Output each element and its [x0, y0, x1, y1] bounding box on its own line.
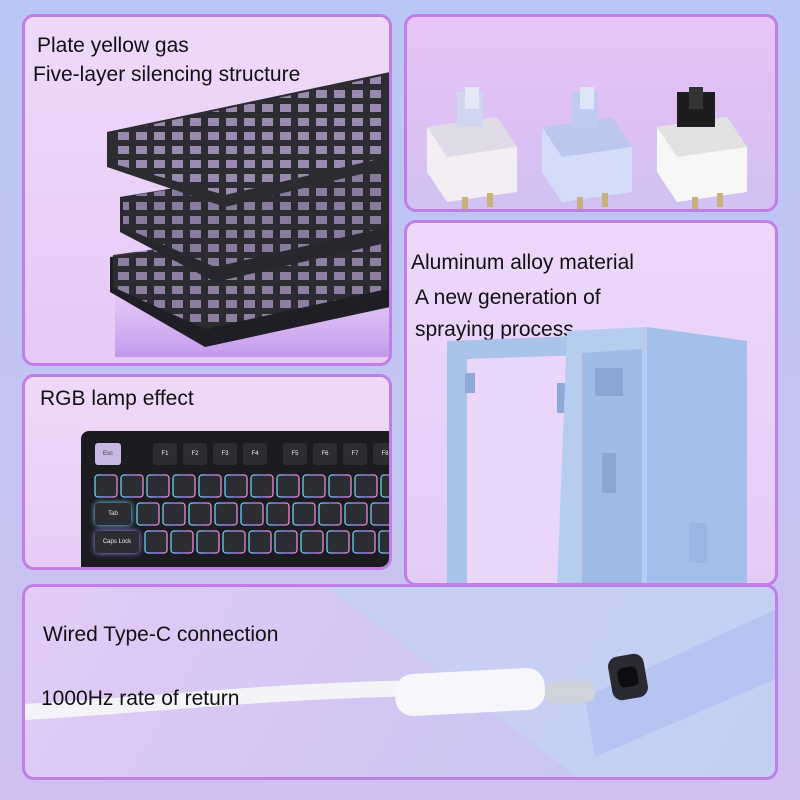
alloy-panel: Aluminum alloy material A new generation…	[404, 220, 778, 586]
alloy-line-1: Aluminum alloy material	[411, 251, 634, 274]
qwerty-row	[136, 502, 389, 526]
cable-line-2: 1000Hz rate of return	[41, 687, 240, 710]
key-f1: F1	[153, 443, 177, 465]
aluminum-case-illustration	[447, 327, 747, 583]
rgb-keyboard: Esc F1 F2 F3 F4 F5 F6 F7 F8 Tab Caps Loc…	[81, 431, 389, 567]
case-frame-front	[557, 327, 747, 583]
key-f2: F2	[183, 443, 207, 465]
plate-layers-illustration	[107, 72, 389, 357]
home-row	[144, 530, 389, 554]
key-f6: F6	[313, 443, 337, 465]
switches-illustration	[427, 87, 747, 209]
key-f7: F7	[343, 443, 367, 465]
switch-black	[657, 87, 747, 209]
cable-wire	[25, 679, 453, 720]
number-row	[94, 474, 389, 498]
alloy-line-3: spraying process	[415, 318, 574, 341]
switch-lavender	[542, 87, 632, 209]
type-c-plug-body	[394, 668, 546, 716]
key-f5: F5	[283, 443, 307, 465]
key-f8: F8	[373, 443, 389, 465]
cable-illustration	[25, 587, 775, 777]
switches-panel	[404, 14, 778, 212]
alloy-line-2: A new generation of	[415, 286, 601, 309]
switch-pink	[427, 87, 517, 209]
key-f4: F4	[243, 443, 267, 465]
rgb-title: RGB lamp effect	[40, 387, 194, 410]
keyboard-edge	[325, 587, 775, 777]
cable-panel: Wired Type-C connection 1000Hz rate of r…	[22, 584, 778, 780]
key-f3: F3	[213, 443, 237, 465]
plate-layers-panel: Plate yellow gas Five-layer silencing st…	[22, 14, 392, 366]
plate-line-1: Plate yellow gas	[37, 34, 189, 57]
key-esc: Esc	[95, 443, 121, 465]
key-caps-lock: Caps Lock	[95, 531, 139, 553]
type-c-plug-tip	[544, 680, 596, 704]
rgb-panel: RGB lamp effect Esc F1 F2 F3 F4 F5 F6 F7…	[22, 374, 392, 570]
plate-line-2: Five-layer silencing structure	[33, 63, 301, 86]
cable-line-1: Wired Type-C connection	[43, 623, 279, 646]
key-tab: Tab	[95, 503, 131, 525]
keyboard-key-grid	[94, 474, 389, 554]
